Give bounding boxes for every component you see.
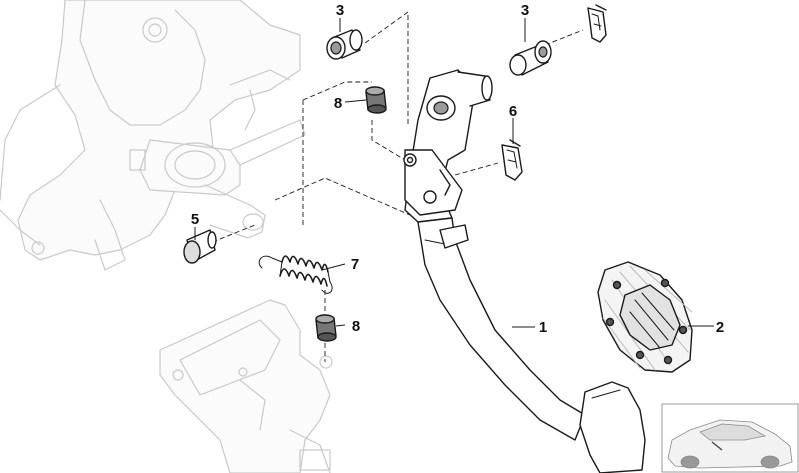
callout-8-top: 8 xyxy=(334,95,342,112)
vehicle-thumbnail xyxy=(661,403,799,473)
callout-1: 1 xyxy=(539,319,547,336)
callout-7: 7 xyxy=(351,256,359,273)
background-pedal-bracket xyxy=(0,0,333,473)
return-spring xyxy=(258,255,333,294)
callout-5: 5 xyxy=(191,211,199,228)
callout-3-left: 3 xyxy=(336,2,344,19)
bushing-left xyxy=(326,29,363,60)
bushing-right xyxy=(509,40,552,76)
clevis-pin xyxy=(183,229,217,264)
pedal-lever xyxy=(403,69,646,473)
callout-3-right: 3 xyxy=(521,2,529,19)
callout-8-bottom: 8 xyxy=(352,318,360,335)
retaining-clip-top xyxy=(587,4,607,43)
callout-2: 2 xyxy=(716,319,724,336)
buffer-bottom xyxy=(315,314,337,342)
leader-lines xyxy=(194,18,714,328)
callout-labels: 3 3 8 6 5 7 8 1 2 xyxy=(191,2,724,336)
pedal-pad-cover xyxy=(597,261,693,373)
buffer-top xyxy=(365,86,387,114)
retaining-clip-6 xyxy=(501,139,523,181)
callout-6: 6 xyxy=(509,103,517,120)
